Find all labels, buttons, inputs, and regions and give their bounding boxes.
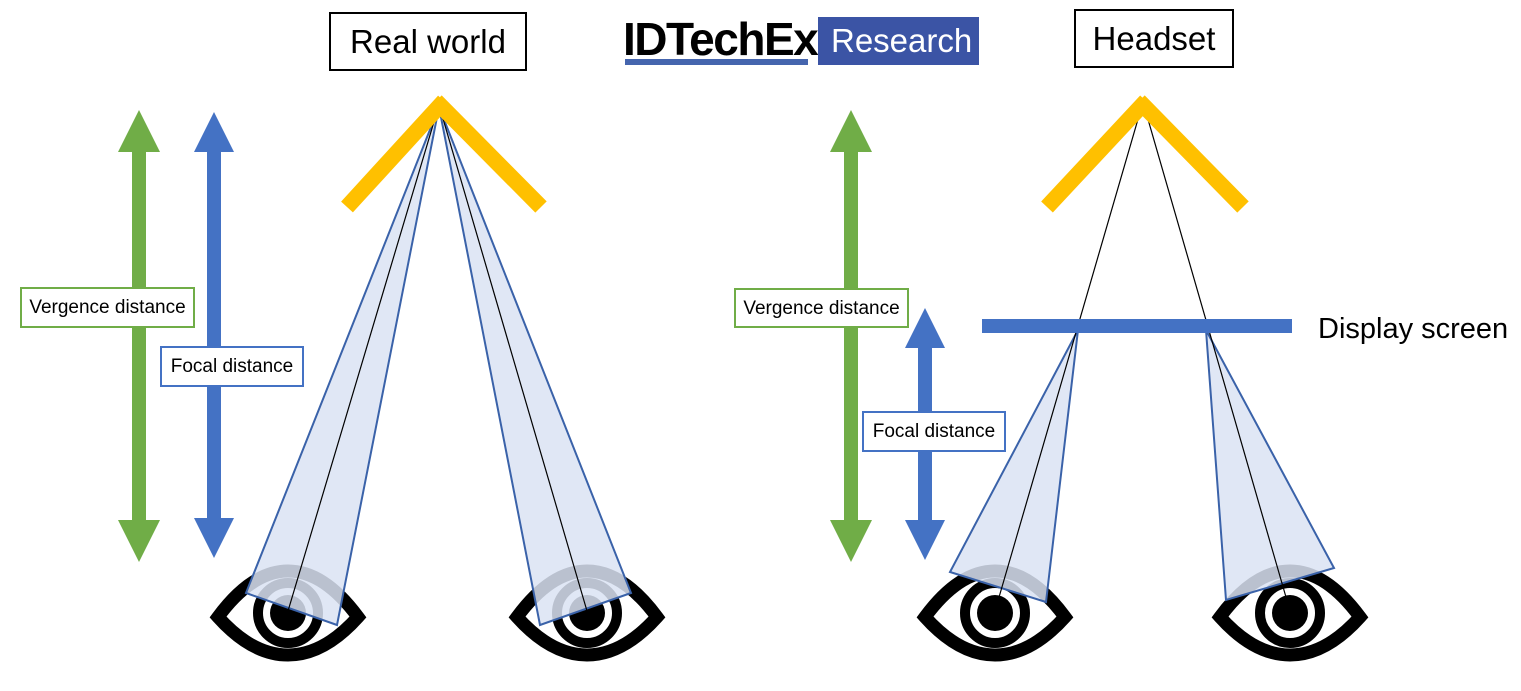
vergence-distance-label-real: Vergence distance (20, 287, 195, 328)
research-badge: Research (818, 17, 979, 65)
logo-underline (625, 59, 808, 65)
focal-distance-label-real: Focal distance (160, 346, 304, 387)
sight-line (287, 104, 440, 612)
idtechex-wordmark: IDTechEx (623, 13, 819, 65)
sight-line (1142, 101, 1291, 612)
focal-cone (438, 106, 633, 627)
real-world-title: Real world (329, 12, 527, 71)
sight-line (438, 104, 588, 612)
vergence-arrow-real (118, 110, 160, 562)
vergence-distance-label-headset: Vergence distance (734, 288, 909, 328)
sight-line (994, 101, 1144, 612)
object-chevron-real (341, 95, 547, 213)
focal-distance-label-headset: Focal distance (862, 411, 1006, 452)
display-screen-bar (982, 319, 1292, 333)
focal-cone (1205, 329, 1336, 602)
focal-arrow-real (194, 112, 234, 558)
headset-title: Headset (1074, 9, 1234, 68)
idtechex-logo: IDTechEx Research (623, 8, 983, 70)
object-chevron-headset (1041, 95, 1249, 213)
vergence-arrow-headset (830, 110, 872, 562)
display-screen-label: Display screen (1318, 313, 1509, 345)
focal-cone (244, 106, 440, 627)
focal-cone (948, 329, 1079, 604)
